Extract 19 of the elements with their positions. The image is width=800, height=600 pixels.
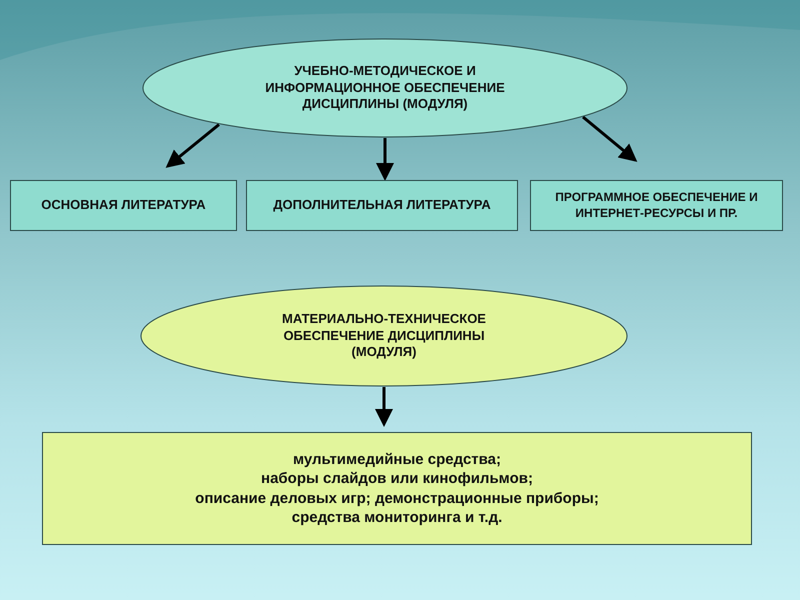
node-label: средства мониторинга и т.д. — [292, 508, 502, 528]
text-box — [42, 432, 752, 545]
node-label: ОСНОВНАЯ ЛИТЕРАТУРА — [41, 197, 206, 214]
text-box — [530, 180, 783, 231]
node-label: МАТЕРИАЛЬНО-ТЕХНИЧЕСКОЕ ОБЕСПЕЧЕНИЕ ДИСЦИПЛИНЫ (МОДУЛЯ) — [281, 310, 487, 362]
node-label: ПРОГРАММНОЕ ОБЕСПЕЧЕНИЕ И ИНТЕРНЕТ-РЕСУРСЫ И ПР. — [554, 190, 759, 222]
ellipse-node — [140, 285, 628, 387]
arrow — [582, 116, 638, 162]
arrow — [376, 138, 394, 181]
text-box — [246, 180, 518, 231]
text-box — [10, 180, 237, 231]
ellipse-node — [142, 38, 628, 138]
node-label: мультимедийные средства; — [292, 450, 502, 469]
arrow — [166, 123, 220, 168]
arrow — [375, 387, 393, 427]
node-label: УЧЕБНО-МЕТОДИЧЕСКОЕ И ИНФОРМАЦИОННОЕ ОБЕСПЕЧЕНИЕ ДИСЦИПЛИНЫ (МОДУЛЯ) — [264, 62, 506, 114]
node-label: наборы слайдов или кинофильмов; — [261, 469, 533, 488]
node-label: ДОПОЛНИТЕЛЬНАЯ ЛИТЕРАТУРА — [273, 197, 491, 214]
node-label: описание деловых игр; демонстрационные приборы; — [195, 488, 599, 508]
